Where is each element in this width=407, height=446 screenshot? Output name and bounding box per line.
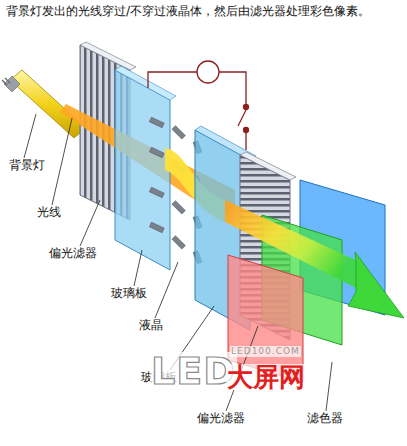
title: 背景灯发出的光线穿过/不穿过液晶体，然后由滤光器处理彩色像素。 [6, 4, 378, 20]
light-beam [225, 200, 360, 290]
part-label: 背景灯 [8, 158, 46, 173]
leader-line [24, 114, 332, 411]
output-arrow [348, 252, 404, 318]
backlight-tube [2, 70, 86, 138]
drive-circuit [148, 61, 249, 150]
part-label: 滤色器 [306, 411, 344, 426]
watermark: LED100.COM [230, 346, 301, 357]
part-label: 液晶 [138, 318, 164, 333]
part-label: 光线 [36, 205, 62, 220]
part-label: 偏光滤器 [48, 246, 98, 261]
watermark: LED [150, 352, 237, 390]
part-label: 玻璃板 [110, 286, 148, 301]
watermark: 大屏网 [226, 364, 306, 390]
part-label: 偏光滤器 [196, 411, 246, 426]
